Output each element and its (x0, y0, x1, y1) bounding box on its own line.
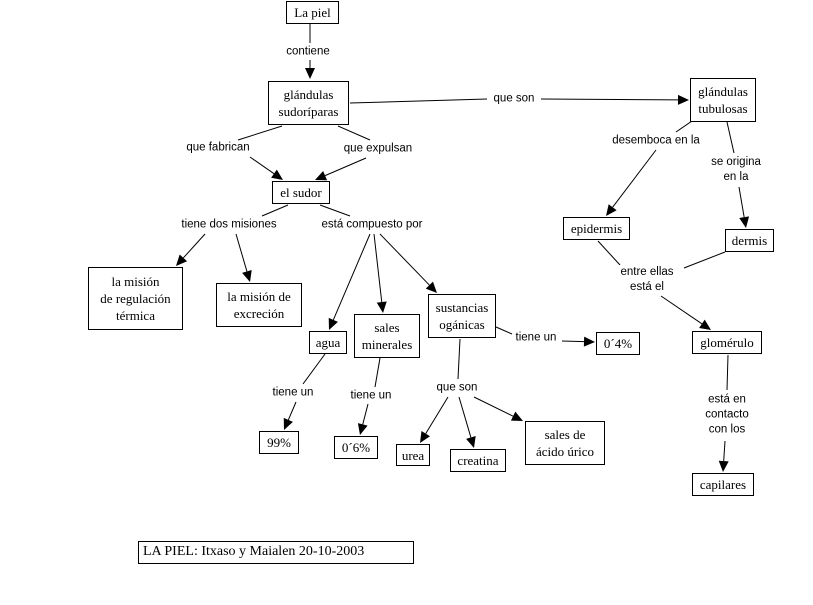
edge-epidermis-entre-line (597, 240, 621, 266)
edge-tieneun-04-line (561, 340, 585, 343)
edge-queson-acido-arrowhead (510, 411, 523, 421)
edge-expulsan-sudor-line (324, 157, 367, 177)
link-label-esta-en-contacto: está en contacto con los (703, 392, 751, 438)
edge-sustancias-queson-line (457, 338, 461, 380)
edge-queson-creatina-line (458, 396, 472, 438)
node-mision-excrecion: la misión de excreción (216, 283, 302, 327)
edge-contacto-capilares-line (723, 440, 726, 462)
edge-misiones-excrecion-arrowhead (242, 270, 252, 282)
edge-tubulosas-origina-line (726, 121, 735, 154)
footer-caption: LA PIEL: Itxaso y Maialen 20-10-2003 (138, 541, 414, 564)
edge-tieneun-04-arrowhead (583, 336, 595, 347)
node-sustancias-organicas: sustancias ogánicas (428, 294, 496, 338)
node-99-pct: 99% (259, 431, 299, 454)
edge-fabrican-sudor-arrowhead (271, 169, 283, 180)
edge-agua-tieneun-line (302, 353, 326, 385)
node-la-piel: La piel (286, 1, 339, 24)
edge-tubulosas-desemboca-line (675, 120, 693, 133)
edge-contacto-capilares-arrowhead (718, 460, 729, 472)
link-label-entre-ellas-esta-el: entre ellas está el (618, 265, 676, 295)
node-mision-regulacion: la misión de regulación térmica (88, 267, 183, 330)
edge-fabrican-sudor-line (249, 156, 275, 175)
edge-expulsan-sudor-arrowhead (315, 171, 328, 181)
edge-compuesto-sustancias-line (379, 233, 430, 286)
edge-dermis-entre-line (683, 251, 726, 269)
edge-compuesto-sustancias-arrowhead (425, 281, 437, 293)
edge-queson-acido-line (473, 396, 514, 417)
node-creatina: creatina (450, 449, 506, 472)
node-dermis: dermis (725, 229, 774, 252)
link-label-tiene-un-agua: tiene un (270, 385, 316, 401)
node-0-4-pct: 0´4% (596, 332, 640, 355)
edge-queson-tubulosas-line (540, 98, 679, 101)
edge-sudor-compuesto-line (319, 204, 351, 217)
edge-tieneun-06-line (362, 403, 369, 425)
node-el-sudor: el sudor (272, 181, 330, 204)
edge-misiones-regulacion-line (183, 233, 206, 259)
edge-glandulas-fabrican-line (237, 125, 283, 141)
edge-queson-creatina-arrowhead (466, 436, 476, 448)
edge-sudor-misiones-line (261, 204, 289, 217)
link-label-que-son-tubulosas: que son (491, 91, 537, 107)
edge-compuesto-sales-arrowhead (376, 301, 387, 313)
node-glomerulo: glomérulo (692, 331, 762, 354)
link-label-tiene-un-sustancias: tiene un (513, 330, 559, 346)
link-label-que-fabrican: que fabrican (184, 140, 252, 156)
node-epidermis: epidermis (563, 217, 630, 240)
edge-desemboca-epidermis-arrowhead (606, 204, 617, 216)
link-label-desemboca-en-la: desemboca en la (610, 133, 702, 149)
edge-tieneun-99-arrowhead (283, 417, 293, 430)
edge-tieneun-06-arrowhead (357, 423, 368, 435)
node-glandulas-tubulosas: glándulas tubulosas (690, 78, 756, 122)
node-sales-minerales: sales minerales (354, 314, 420, 358)
link-label-contiene: contiene (284, 44, 332, 60)
edge-tieneun-99-line (287, 401, 297, 421)
node-capilares: capilares (692, 473, 754, 496)
edge-misiones-regulacion-arrowhead (176, 254, 188, 266)
edge-origina-dermis-arrowhead (739, 216, 750, 228)
edge-sustancias-tieneun-line (495, 326, 513, 335)
link-label-tiene-dos-misiones: tiene dos misiones (179, 217, 279, 233)
node-glandulas-sudoriparas: glándulas sudoríparas (268, 81, 349, 125)
link-label-que-expulsan: que expulsan (341, 141, 415, 157)
edge-sales-tieneun-line (374, 357, 381, 388)
link-label-que-son-sustancias: que son (434, 380, 480, 396)
edge-compuesto-agua-line (332, 233, 371, 321)
link-label-esta-compuesto-por: está compuesto por (319, 217, 425, 233)
edge-entre-glomerulo-line (660, 295, 703, 325)
edge-origina-dermis-line (738, 186, 745, 218)
node-sales-acido-urico: sales de ácido úrico (525, 421, 605, 465)
link-label-se-origina-en-la: se origina en la (709, 155, 763, 185)
edge-misiones-excrecion-line (235, 233, 248, 272)
edge-queson-urea-line (425, 396, 449, 434)
node-urea: urea (396, 444, 430, 466)
edge-compuesto-sales-line (373, 233, 383, 303)
edge-queson-urea-arrowhead (420, 431, 430, 443)
edge-contiene-glandulas-arrowhead (305, 68, 315, 79)
edge-compuesto-agua-arrowhead (328, 317, 338, 330)
edge-glomerulo-contacto-line (726, 354, 729, 391)
edge-sudoriparas-queson-line (349, 98, 488, 104)
edge-entre-glomerulo-arrowhead (699, 319, 711, 330)
edge-desemboca-epidermis-line (612, 149, 657, 208)
edge-glandulas-expulsan-line (337, 125, 371, 141)
node-0-6-pct: 0´6% (334, 436, 378, 459)
link-label-tiene-un-sales: tiene un (348, 388, 394, 404)
edge-queson-tubulosas-arrowhead (677, 94, 689, 105)
node-agua: agua (309, 331, 347, 354)
